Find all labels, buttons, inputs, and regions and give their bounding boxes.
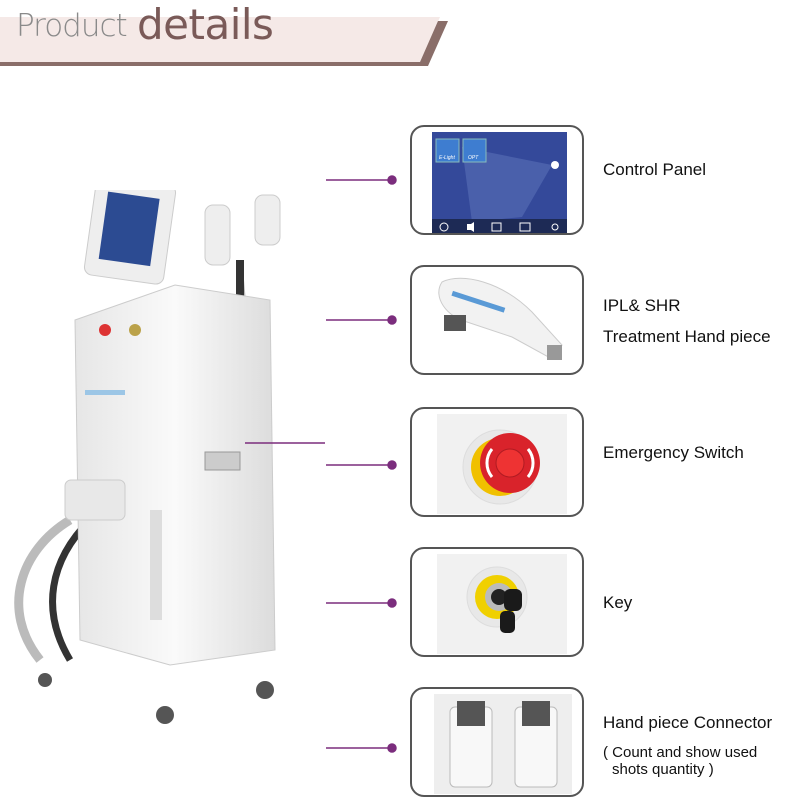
title-details: details: [137, 0, 274, 49]
title-product: Product: [16, 8, 128, 44]
machine-image: [14, 190, 281, 724]
dot: [387, 460, 397, 470]
branch-lines: [326, 175, 397, 753]
dot: [387, 598, 397, 608]
label-treatment-hand-piece: Treatment Hand piece: [603, 327, 771, 346]
note-count-shots-1: ( Count and show used: [603, 744, 758, 761]
key-image: [410, 547, 584, 657]
connector-lines: [245, 442, 325, 444]
label-emergency-switch: Emergency Switch: [603, 443, 744, 462]
note-count-shots-2: shots quantity ): [612, 761, 714, 778]
label-control-panel: Control Panel: [603, 160, 707, 179]
dot: [387, 315, 397, 325]
svg-text:E-Light: E-Light: [439, 155, 455, 161]
dot: [387, 175, 397, 185]
connector-image: [410, 687, 584, 797]
emergency-switch-image: [410, 407, 584, 517]
dot: [387, 743, 397, 753]
control-panel-image: E-Light OPT: [410, 125, 584, 235]
label-hand-piece-connector: Hand piece Connector: [603, 713, 773, 732]
header-band: [0, 17, 448, 66]
label-key: Key: [603, 593, 633, 612]
svg-text:OPT: OPT: [468, 155, 479, 161]
label-ipl-shr: IPL& SHR: [603, 296, 681, 315]
header-banner: Product details: [0, 0, 460, 70]
handpiece-image: [410, 265, 584, 375]
